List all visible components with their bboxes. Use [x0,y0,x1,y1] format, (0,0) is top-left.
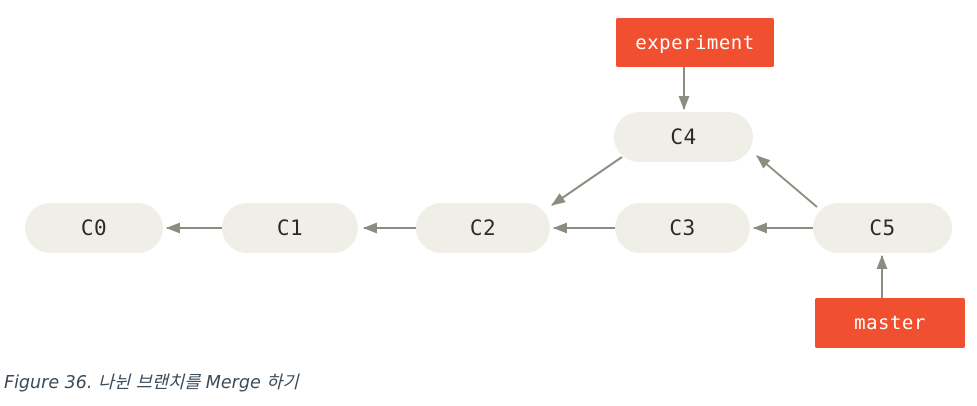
commit-label: C2 [469,216,497,240]
branch-label-master: master [815,298,965,348]
figure-caption: Figure 36. 나뉜 브랜치를 Merge 하기 [4,373,299,393]
commit-node-c1: C1 [222,203,358,253]
commit-node-c0: C0 [25,203,163,253]
commit-node-c5: C5 [813,203,952,253]
commit-label: C1 [276,216,304,240]
commit-node-c3: C3 [615,203,750,253]
commit-node-c4: C4 [614,112,753,162]
branch-label-experiment: experiment [616,18,774,67]
branch-label-experiment-text: experiment [635,31,755,54]
arrow-c4-to-c2 [551,156,623,206]
branch-label-master-text: master [854,312,926,334]
commit-label: C4 [670,125,697,149]
commit-node-c2: C2 [416,203,550,253]
commit-label: C3 [669,216,696,240]
commit-label: C0 [80,216,108,240]
commit-label: C5 [869,216,896,240]
arrow-c5-to-c4 [756,155,818,208]
